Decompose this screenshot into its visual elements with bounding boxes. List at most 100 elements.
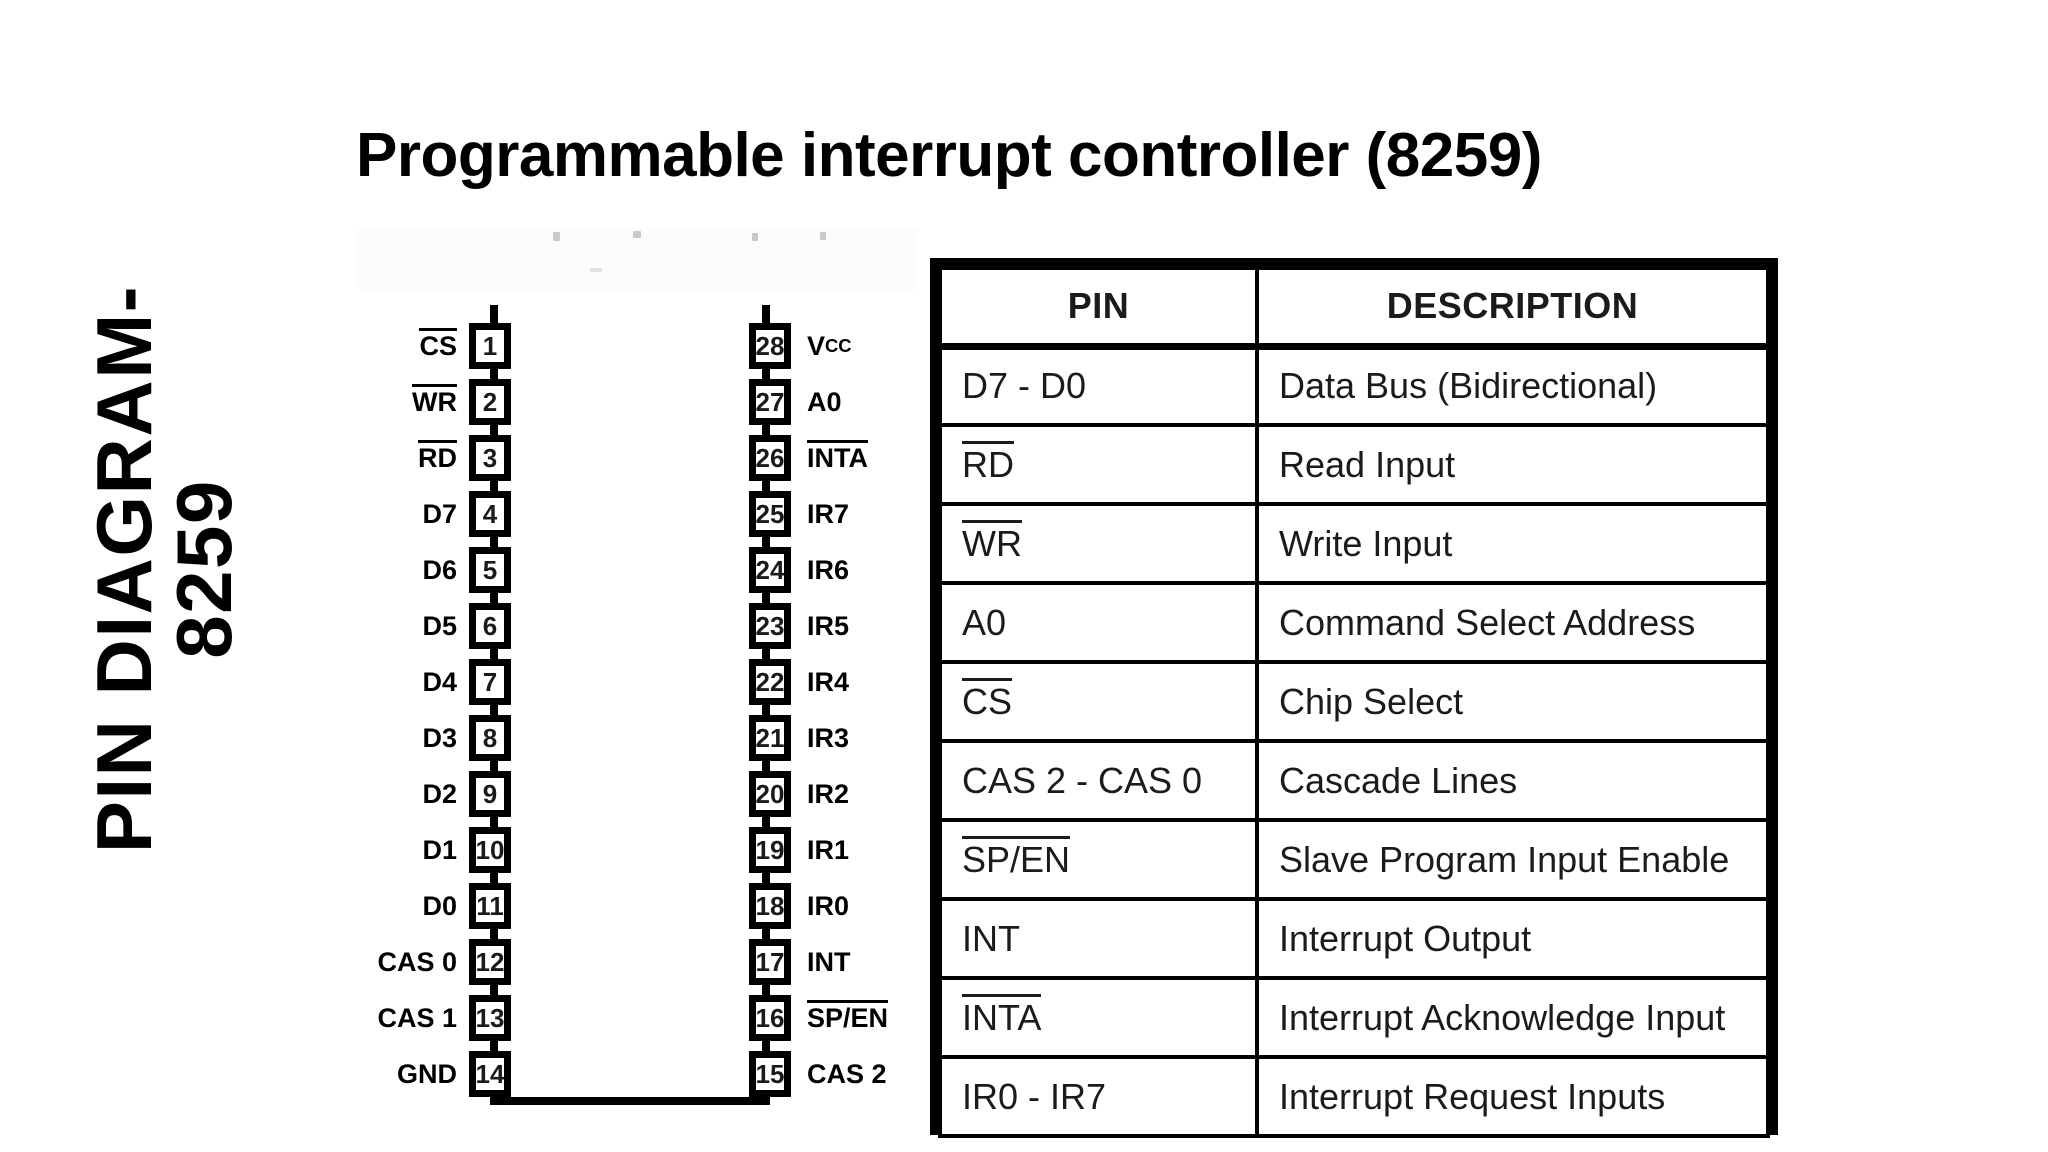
pin-label-right-19: IR1 [807,834,850,865]
pin-label-left-5: D6 [422,554,457,585]
pin-number-box-4: 4 [469,491,511,537]
pin-number-box-13: 13 [469,995,511,1041]
pin-number-box-12: 12 [469,939,511,985]
pin-label-left-3: RD [418,440,457,473]
cell-description-6: Slave Program Input Enable [1255,818,1770,901]
pin-label-left-6: D5 [422,610,457,641]
pin-number-box-11: 11 [469,883,511,929]
pin-number-box-16: 16 [749,995,791,1041]
cell-description-8: Interrupt Acknowledge Input [1255,976,1770,1059]
pin-number-box-21: 21 [749,715,791,761]
pin-number-box-10: 10 [469,827,511,873]
pin-label-right-22: IR4 [807,666,850,697]
chip-body [490,305,770,1105]
cell-pin-2: WR [938,502,1259,585]
cell-pin-3: A0 [938,581,1259,664]
cell-pin-7: INT [938,897,1259,980]
page-title: Programmable interrupt controller (8259) [356,121,1542,190]
pin-label-left-13: CAS 1 [377,1002,457,1033]
cell-pin-0: D7 - D0 [938,344,1259,427]
pin-label-right-16: SP/EN [807,1000,889,1033]
side-title-rotated-text: PIN DIAGRAM- 8259 [0,104,330,1034]
pin-number-box-26: 26 [749,435,791,481]
side-title-line-1: PIN DIAGRAM- [80,284,169,854]
pin-number-box-24: 24 [749,547,791,593]
pin-number-box-5: 5 [469,547,511,593]
pin-number-box-19: 19 [749,827,791,873]
pin-label-left-8: D3 [422,722,457,753]
pin-label-right-27: A0 [807,386,842,417]
cell-description-7: Interrupt Output [1255,897,1770,980]
cell-description-2: Write Input [1255,502,1770,585]
pin-label-right-24: IR6 [807,554,850,585]
pin-label-right-17: INT [807,946,851,977]
pin-label-right-20: IR2 [807,778,850,809]
side-title: PIN DIAGRAM- 8259 [0,0,330,1152]
column-header-description: DESCRIPTION [1255,266,1770,350]
pin-number-box-7: 7 [469,659,511,705]
pin-number-box-6: 6 [469,603,511,649]
side-title-line-2: 8259 [160,479,248,659]
scan-speck [553,232,560,241]
pin-label-left-12: CAS 0 [377,946,457,977]
pin-label-left-4: D7 [422,498,457,529]
pin-label-left-14: GND [397,1058,457,1089]
pin-label-left-10: D1 [422,834,457,865]
scan-speck [752,233,758,241]
pin-number-box-8: 8 [469,715,511,761]
pin-number-box-15: 15 [749,1051,791,1097]
cell-pin-8: INTA [938,976,1259,1059]
pin-label-left-11: D0 [422,890,457,921]
table-header-row: PIN DESCRIPTION [938,266,1770,350]
pin-number-box-22: 22 [749,659,791,705]
cell-pin-6: SP/EN [938,818,1259,901]
pin-label-left-9: D2 [422,778,457,809]
pin-label-right-23: IR5 [807,610,850,641]
cell-description-0: Data Bus (Bidirectional) [1255,344,1770,427]
pin-label-right-25: IR7 [807,498,850,529]
pin-label-right-21: IR3 [807,722,850,753]
cell-pin-1: RD [938,423,1259,506]
cell-description-3: Command Select Address [1255,581,1770,664]
pin-label-right-18: IR0 [807,890,850,921]
pin-label-left-1: CS [419,328,457,361]
pin-number-box-17: 17 [749,939,791,985]
cell-pin-4: CS [938,660,1259,743]
pin-number-box-2: 2 [469,379,511,425]
column-header-pin: PIN [938,266,1259,350]
cell-description-1: Read Input [1255,423,1770,506]
pin-label-right-15: CAS 2 [807,1058,887,1089]
pin-number-box-23: 23 [749,603,791,649]
pin-number-box-9: 9 [469,771,511,817]
pin-number-box-27: 27 [749,379,791,425]
pin-number-box-28: 28 [749,323,791,369]
cell-pin-5: CAS 2 - CAS 0 [938,739,1259,822]
cell-description-5: Cascade Lines [1255,739,1770,822]
pin-number-box-25: 25 [749,491,791,537]
cell-description-9: Interrupt Request Inputs [1255,1055,1770,1138]
cell-description-4: Chip Select [1255,660,1770,743]
pin-number-box-20: 20 [749,771,791,817]
pin-label-left-7: D4 [422,666,457,697]
pin-number-box-1: 1 [469,323,511,369]
pin-number-box-18: 18 [749,883,791,929]
pin-label-right-26: INTA [807,440,868,473]
cell-pin-9: IR0 - IR7 [938,1055,1259,1138]
pin-label-left-2: WR [412,384,457,417]
